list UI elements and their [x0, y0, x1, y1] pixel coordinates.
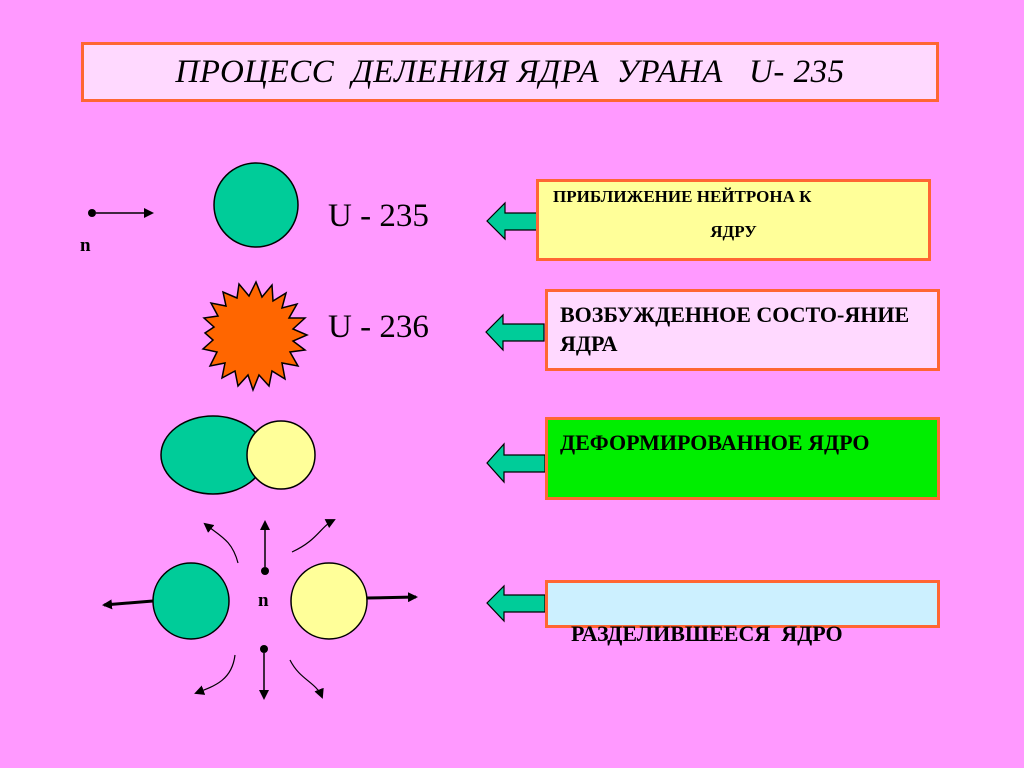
excited-nucleus-u236: [201, 280, 309, 393]
stage-1-text-line2: ЯДРУ: [710, 222, 757, 241]
isotope-label-u235: U - 235: [328, 198, 429, 234]
block-arrow-3: [486, 442, 546, 484]
title-box: ПРОЦЕСС ДЕЛЕНИЯ ЯДРА УРАНА U- 235: [81, 42, 939, 102]
neutron-label-emitted: n: [258, 590, 269, 611]
block-arrow-4: [486, 584, 546, 623]
nucleus-u235: [213, 162, 299, 248]
block-arrow-2: [485, 313, 545, 352]
incoming-neutron: [88, 208, 154, 218]
stage-1-box: ПРИБЛИЖЕНИЕ НЕЙТРОНА К ЯДРУ: [536, 179, 931, 261]
stage-3-box: ДЕФОРМИРОВАННОЕ ЯДРО: [545, 417, 940, 500]
curved-arrow-bottom-left: [194, 654, 236, 695]
stage-2-text: ВОЗБУЖДЕННОЕ СОСТО-ЯНИЕ ЯДРА: [560, 302, 910, 356]
emitted-neutron-up: [260, 520, 270, 575]
block-arrow-1: [486, 201, 541, 241]
fragment-teal: [152, 562, 230, 640]
fragment-left-arrow: [102, 599, 154, 610]
curved-arrow-top-left: [203, 522, 239, 564]
isotope-label-u236: U - 236: [328, 309, 429, 345]
neutron-label-incoming: n: [80, 235, 91, 256]
fragment-yellow: [290, 562, 368, 640]
deformed-nucleus-small: [246, 420, 316, 490]
emitted-neutron-down: [259, 645, 269, 700]
stage-1-text-line1: ПРИБЛИЖЕНИЕ НЕЙТРОНА К: [553, 187, 812, 206]
curved-arrow-bottom-right: [289, 659, 324, 699]
fragment-right-arrow: [366, 592, 418, 603]
stage-2-box: ВОЗБУЖДЕННОЕ СОСТО-ЯНИЕ ЯДРА: [545, 289, 940, 371]
stage-3-text: ДЕФОРМИРОВАННОЕ ЯДРО: [560, 430, 870, 455]
page-title: ПРОЦЕСС ДЕЛЕНИЯ ЯДРА УРАНА U- 235: [175, 53, 845, 90]
stage-4-box: РАЗДЕЛИВШЕЕСЯ ЯДРО: [545, 580, 940, 646]
stage-4-text: РАЗДЕЛИВШЕЕСЯ ЯДРО: [571, 621, 843, 646]
curved-arrow-top-right: [291, 519, 336, 553]
